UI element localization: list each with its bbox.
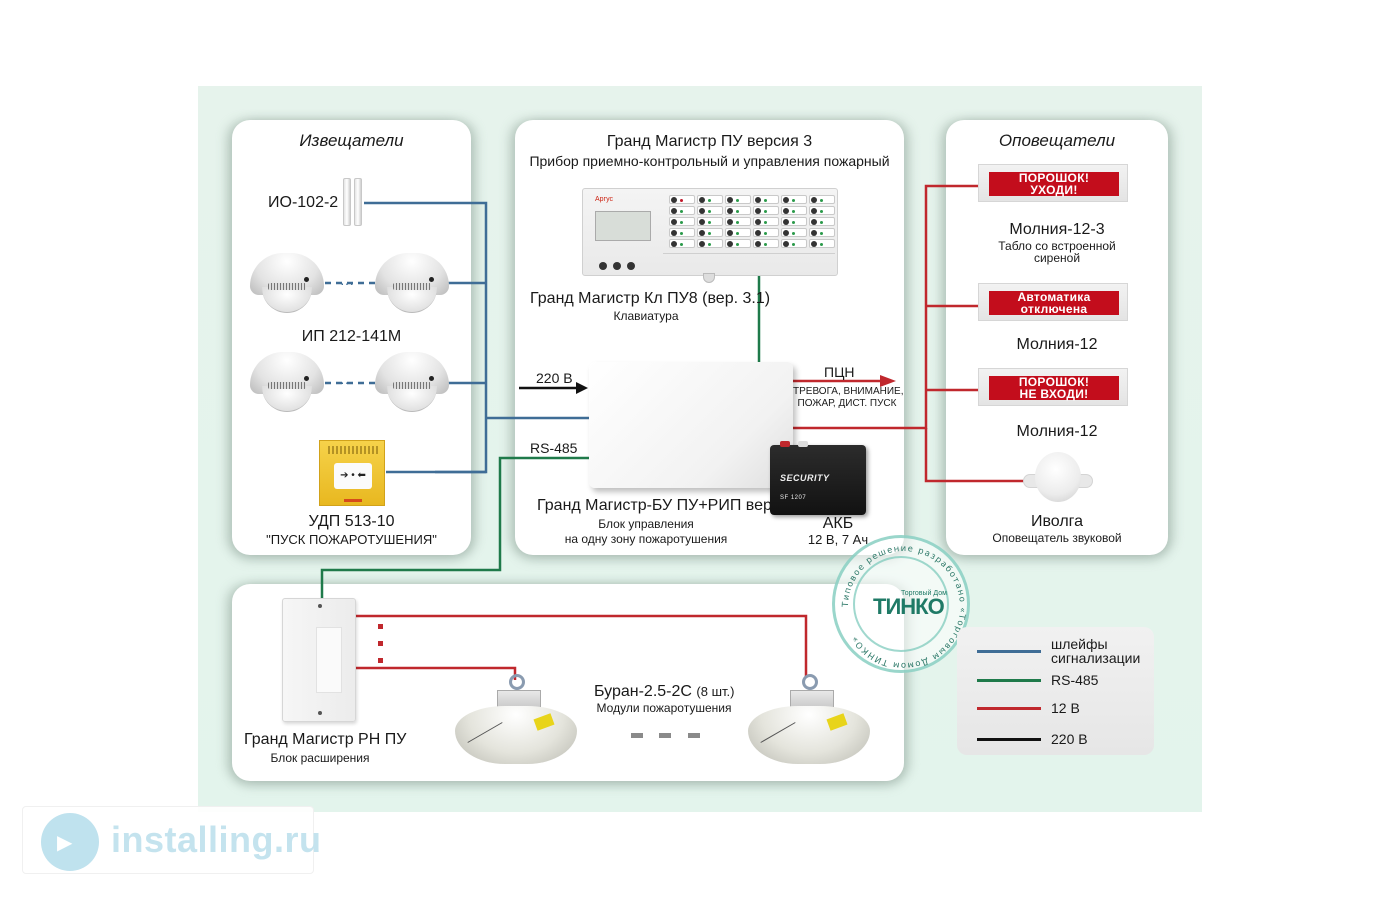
smoke-detector-icon	[250, 253, 324, 315]
main-title: Гранд Магистр ПУ версия 3	[606, 133, 813, 150]
magnet-label: ИО-102-2	[268, 194, 339, 211]
modules-name: Буран-2.5-2С	[594, 683, 692, 700]
legend-swatch	[977, 706, 1041, 710]
notifier-1-caption-1: Табло со встроенной	[998, 239, 1116, 253]
modules-count: (8 шт.)	[696, 684, 735, 699]
smoke-ellipsis: ···	[340, 275, 354, 291]
legend-item-rs485: RS-485	[977, 673, 1098, 687]
rs485-label: RS-485	[530, 440, 578, 456]
sounder-icon	[1023, 452, 1093, 506]
manual-call-point-icon: ➔ • ⬅	[319, 440, 385, 506]
expansion-caption: Блок расширения	[270, 751, 370, 765]
notifier-3-label: Молния-12	[1016, 423, 1098, 440]
pcn-signals-line2: ПОЖАР, ДИСТ. ПУСК	[797, 398, 897, 409]
light-board-icon: ПОРОШОК!НЕ ВХОДИ!	[978, 368, 1128, 406]
notifier-1-label: Молния-12-3	[1009, 221, 1105, 238]
keyboard-caption: Клавиатура	[613, 309, 679, 323]
detectors-title: Извещатели	[299, 131, 404, 150]
modules-label: Буран-2.5-2С (8 шт.)	[594, 683, 735, 701]
notifier-1-caption-2: сиреной	[1033, 251, 1081, 265]
notifiers-title: Оповещатели	[998, 131, 1116, 150]
legend-swatch	[977, 678, 1041, 682]
expansion-unit-icon	[282, 598, 356, 722]
light-board-icon: ПОРОШОК!УХОДИ!	[978, 164, 1128, 202]
watermark: ▶ installing.ru	[22, 806, 321, 874]
legend-swatch	[977, 737, 1041, 741]
220v-label: 220 В	[536, 370, 573, 386]
keyboard-device-icon: Аргус	[582, 188, 838, 283]
pcn-label: ПЦН	[824, 364, 855, 380]
notifier-2-label: Молния-12	[1016, 336, 1098, 353]
battery-icon: SECURITY SF 1207	[770, 441, 866, 515]
smoke-detector-icon	[375, 253, 449, 315]
watermark-logo-icon: ▶	[41, 813, 99, 871]
control-unit-caption-1: Блок управления	[598, 517, 694, 531]
smoke-ellipsis: ···	[340, 374, 354, 390]
legend-item-220v: 220 В	[977, 732, 1088, 746]
tinko-stamp: Типовое решение разработано «Торговым До…	[832, 535, 970, 673]
smoke-detector-icon	[375, 352, 449, 414]
battery-label: АКБ	[822, 515, 854, 532]
main-subtitle: Прибор приемно-контрольный и управления …	[529, 153, 890, 169]
extinguishing-module-icon	[455, 672, 577, 770]
smoke-label: ИП 212-141М	[301, 328, 402, 345]
smoke-detector-icon	[250, 352, 324, 414]
manual-label: УДП 513-10	[308, 513, 395, 530]
keyboard-label: Гранд Магистр Кл ПУ8 (вер. 3.1)	[530, 290, 771, 307]
sounder-label: Иволга	[1030, 513, 1084, 530]
legend-swatch	[977, 649, 1041, 653]
sounder-caption: Оповещатель звуковой	[992, 531, 1122, 545]
expansion-label: Гранд Магистр РН ПУ	[244, 731, 407, 748]
extinguishing-module-icon	[748, 672, 870, 770]
legend-item-12v: 12 В	[977, 701, 1080, 715]
manual-caption: "ПУСК ПОЖАРОТУШЕНИЯ"	[266, 532, 437, 547]
modules-caption: Модули пожаротушения	[596, 701, 732, 715]
control-unit-icon	[589, 362, 793, 488]
battery-spec: 12 В, 7 Ач	[807, 532, 869, 547]
pcn-signals-line1: ТРЕВОГА, ВНИМАНИЕ,	[793, 386, 904, 397]
control-unit-caption-2: на одну зону пожаротушения	[564, 532, 728, 546]
control-unit-label: Гранд Магистр-БУ ПУ+РИП вер.3	[537, 497, 786, 514]
